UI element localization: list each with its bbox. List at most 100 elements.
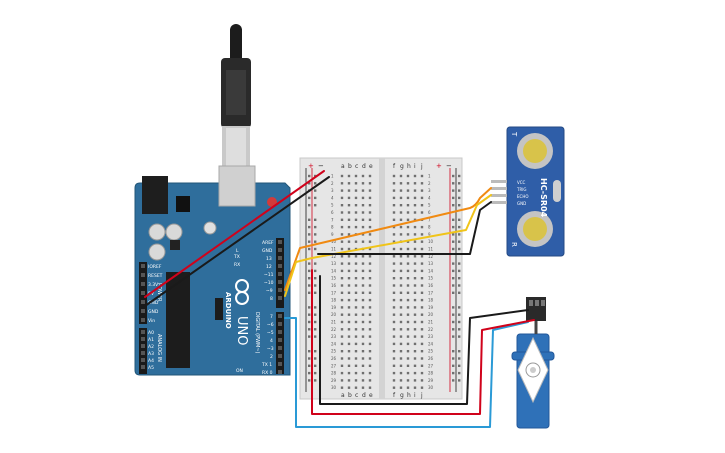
row-label: 10 (331, 239, 337, 244)
rail-hole (458, 174, 461, 178)
rail-hole (458, 320, 461, 324)
breadboard-hole (368, 335, 372, 338)
rail-plus-label: + (308, 162, 314, 170)
breadboard-hole (392, 174, 396, 178)
row-label: 13 (428, 261, 434, 266)
digital-pin-label: 7 (270, 314, 273, 320)
rail-hole (458, 371, 461, 375)
sensor-r-mark: R (510, 242, 518, 247)
breadboard-hole (347, 240, 351, 243)
breadboard-hole (361, 357, 365, 360)
breadboard-hole (406, 182, 410, 185)
wire-5v-red (144, 170, 325, 298)
breadboard-hole (399, 174, 403, 178)
breadboard-hole (413, 379, 417, 382)
row-label: 12 (331, 254, 337, 259)
rail-hole (458, 196, 461, 200)
usb-cable (221, 24, 251, 168)
digital-pin-label: 8 (270, 296, 273, 302)
rail-hole (308, 225, 311, 229)
svg-text:g: g (400, 163, 404, 170)
svg-text:h: h (407, 392, 411, 399)
usb-port (218, 165, 256, 207)
breadboard-hole (399, 342, 403, 346)
breadboard-hole (354, 306, 358, 309)
row-label: 8 (428, 225, 431, 230)
breadboard-hole (368, 225, 372, 229)
breadboard-hole (413, 364, 417, 367)
rail-hole (458, 328, 461, 331)
rail-hole (308, 291, 311, 294)
breadboard-hole (413, 291, 417, 294)
analog-pin-label: A1 (148, 337, 154, 343)
svg-text:e: e (369, 163, 373, 170)
row-label: 22 (428, 327, 434, 332)
breadboard-hole (406, 379, 410, 382)
rail-hole (458, 182, 461, 185)
breadboard-hole (392, 291, 396, 294)
breadboard-hole (406, 306, 410, 309)
breadboard-hole (420, 277, 424, 280)
breadboard-hole (354, 320, 358, 324)
breadboard-hole (368, 196, 372, 200)
digital-pin-label: ~6 (267, 322, 274, 328)
breadboard-hole (354, 262, 358, 265)
wire-servo-power-red (311, 269, 535, 415)
breadboard-hole (392, 364, 396, 367)
breadboard-hole (354, 335, 358, 338)
rail-hole (452, 233, 455, 236)
board-brand: ARDUINO (224, 292, 232, 329)
breadboard-hole (413, 284, 417, 287)
breadboard-hole (368, 255, 372, 258)
breadboard-hole (368, 174, 372, 178)
breadboard-hole (420, 306, 424, 309)
breadboard-hole (361, 298, 365, 302)
breadboard-hole (413, 313, 417, 316)
rail-hole (314, 320, 317, 324)
breadboard-hole (340, 182, 344, 185)
breadboard-hole (368, 364, 372, 367)
wires (144, 170, 535, 428)
svg-text:g: g (400, 392, 404, 399)
breadboard-hole (420, 269, 424, 273)
rail-hole (458, 291, 461, 294)
breadboard-hole (340, 255, 344, 258)
breadboard-hole (354, 189, 358, 192)
rail-hole (314, 277, 317, 280)
row-label: 25 (428, 349, 434, 354)
wire-echo-yellow (284, 194, 492, 297)
breadboard-hole (340, 350, 344, 353)
breadboard-hole (347, 269, 351, 273)
rail-hole (308, 284, 311, 287)
breadboard-hole (361, 364, 365, 367)
breadboard-hole (354, 386, 358, 389)
rail-hole (308, 328, 311, 331)
breadboard-hole (420, 313, 424, 316)
breadboard-hole (413, 196, 417, 200)
rail-hole (314, 306, 317, 309)
breadboard-hole (392, 225, 396, 229)
row-label: 20 (428, 312, 434, 317)
breadboard: + − + − a b c d e f g h i j a b c d e f … (299, 157, 463, 400)
breadboard-hole (406, 277, 410, 280)
row-label: 19 (428, 305, 434, 310)
breadboard-hole (361, 306, 365, 309)
digital-pin-label: ~3 (267, 346, 274, 352)
rail-hole (308, 240, 311, 243)
breadboard-hole (420, 233, 424, 236)
rail-hole (314, 284, 317, 287)
breadboard-hole (420, 211, 424, 214)
breadboard-hole (347, 262, 351, 265)
breadboard-hole (420, 371, 424, 375)
rail-hole (314, 225, 317, 229)
rail-hole (314, 291, 317, 294)
breadboard-hole (413, 277, 417, 280)
breadboard-hole (413, 298, 417, 302)
breadboard-hole (361, 225, 365, 229)
breadboard-hole (340, 386, 344, 389)
svg-text:j: j (420, 163, 423, 170)
breadboard-hole (354, 357, 358, 360)
rail-hole (458, 364, 461, 367)
digital-pin-label: 12 (266, 264, 272, 270)
breadboard-hole (413, 233, 417, 236)
